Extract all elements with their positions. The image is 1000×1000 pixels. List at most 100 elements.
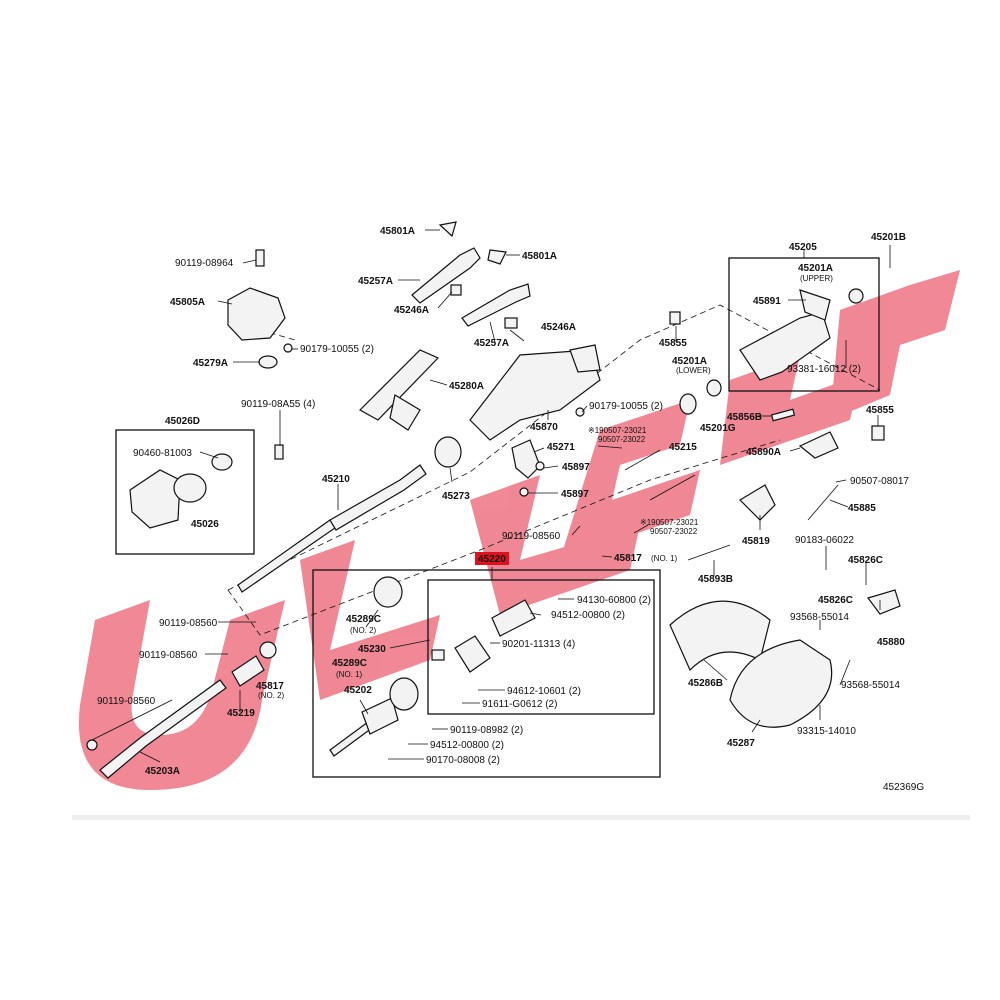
label-45219: 45219: [227, 708, 255, 719]
watermark-stroke: [560, 400, 700, 560]
label-90507-23022-b: 90507-23022: [650, 527, 698, 536]
label-45215: 45215: [669, 442, 697, 453]
label-45271: 45271: [547, 442, 575, 453]
assembly-outline: [227, 439, 781, 636]
label-45289C-2-note: (NO. 1): [336, 670, 363, 679]
label-93315-14010: 93315-14010: [797, 726, 856, 737]
label-45893B: 45893B: [698, 574, 733, 585]
label-45287: 45287: [727, 738, 755, 749]
label-45855-1: 45855: [659, 338, 687, 349]
label-45817-1-note: (NO. 1): [651, 554, 678, 563]
label-45201B: 45201B: [871, 232, 906, 243]
label-45826C-2: 45826C: [818, 595, 853, 606]
part-45246A-block: [450, 284, 518, 329]
bottom-rule: [72, 815, 970, 820]
label-45026: 45026: [191, 519, 219, 530]
part-45890A-lever: [798, 431, 839, 459]
part-45273-bushing: [434, 436, 462, 468]
part-45287-cover: [729, 639, 833, 728]
label-45205: 45205: [789, 242, 817, 253]
watermark-stroke: [830, 270, 960, 420]
label-45279A: 45279A: [193, 358, 228, 369]
label-45880: 45880: [877, 637, 905, 648]
label-45273: 45273: [442, 491, 470, 502]
label-45826C-1: 45826C: [848, 555, 883, 566]
detail-box-45026D: [115, 429, 255, 555]
label-45897-2: 45897: [561, 489, 589, 500]
label-90201-11313: 90201-11313 (4): [502, 639, 575, 650]
label-45897-1: 45897: [562, 462, 590, 473]
label-90507-08017: 90507-08017: [850, 476, 909, 487]
label-45856B: 45856B: [727, 412, 762, 423]
label-91611-G0612: 91611-G0612 (2): [482, 699, 557, 710]
label-45819: 45819: [742, 536, 770, 547]
label-45026D: 45026D: [165, 416, 200, 427]
label-45890A: 45890A: [746, 447, 781, 458]
label-45280A: 45280A: [449, 381, 484, 392]
label-45891: 45891: [753, 296, 781, 307]
assembly-outline: [259, 329, 296, 341]
part-45205-assembly: [739, 288, 864, 381]
label-190507-23021-b: ※190507-23021: [640, 518, 699, 527]
label-45201A-upper-note: (UPPER): [800, 274, 833, 283]
label-45246A-2: 45246A: [541, 322, 576, 333]
label-94512-00800-a: 94512-00800 (2): [551, 610, 625, 621]
part-45280A-tube: [359, 349, 440, 431]
label-45855-2: 45855: [866, 405, 894, 416]
part-45202-shaft: [329, 677, 419, 757]
label-190507-23021-a: ※190507-23021: [588, 426, 647, 435]
label-90119-08982: 90119-08982 (2): [450, 725, 523, 736]
label-45210: 45210: [322, 474, 350, 485]
part-45286B-cover: [669, 600, 771, 672]
part-45210-shaft: [237, 464, 427, 593]
watermark-stroke: [300, 540, 440, 700]
watermark-stroke: [78, 600, 285, 790]
label-90119-08560-top: 90119-08560: [502, 531, 561, 542]
label-45801A-1: 45801A: [380, 226, 415, 237]
watermark-logo: [78, 270, 960, 790]
label-93381-16012: 93381-16012 (2): [787, 364, 861, 375]
label-94612-10601: 94612-10601 (2): [507, 686, 581, 697]
label-90119-08964: 90119-08964: [175, 258, 234, 269]
part-45220-highlight: [475, 552, 509, 565]
label-90119-08560-b: 90119-08560: [139, 650, 198, 661]
label-90170-08008: 90170-08008 (2): [426, 755, 500, 766]
label-45203A: 45203A: [145, 766, 180, 777]
part-45230-yoke: [431, 599, 536, 673]
detail-box-45230: [427, 579, 655, 715]
part-45203A-shaft: [86, 679, 227, 779]
part-45880-lever: [867, 589, 901, 615]
label-93568-55014-b: 93568-55014: [841, 680, 900, 691]
label-45885: 45885: [848, 503, 876, 514]
part-springs: [624, 449, 839, 561]
label-45257A-2: 45257A: [474, 338, 509, 349]
label-45230: 45230: [358, 644, 386, 655]
label-45817-2: 45817: [256, 681, 284, 692]
label-45801A-2: 45801A: [522, 251, 557, 262]
leader-lines: [91, 229, 891, 763]
label-90183-06022: 90183-06022: [795, 535, 854, 546]
label-45817-2-note: (NO. 2): [258, 691, 285, 700]
label-94130-60800: 94130-60800 (2): [577, 595, 651, 606]
part-45271-lever: [511, 439, 545, 497]
detail-box-45220: [312, 569, 661, 778]
label-45289C-1: 45289C: [346, 614, 381, 625]
label-45817-1: 45817: [614, 553, 642, 564]
part-45215-bushing: [679, 379, 722, 415]
part-labels: 45801A 45801A 45257A 45246A 45246A 45257…: [97, 226, 924, 793]
label-45220: 45220: [478, 554, 506, 565]
label-45870: 45870: [530, 422, 558, 433]
label-94512-00800-b: 94512-00800 (2): [430, 740, 504, 751]
label-45289C-1-note: (NO. 2): [350, 626, 377, 635]
part-45257A-lever: [411, 247, 531, 327]
label-90119-08560-a: 90119-08560: [159, 618, 218, 629]
label-45201A-lower: 45201A: [672, 356, 707, 367]
label-45257A-1: 45257A: [358, 276, 393, 287]
label-45289C-2: 45289C: [332, 658, 367, 669]
label-45246A-1: 45246A: [394, 305, 429, 316]
label-45201A-upper: 45201A: [798, 263, 833, 274]
label-90507-23022-a: 90507-23022: [598, 435, 646, 444]
part-45870-bracket: [469, 344, 601, 441]
